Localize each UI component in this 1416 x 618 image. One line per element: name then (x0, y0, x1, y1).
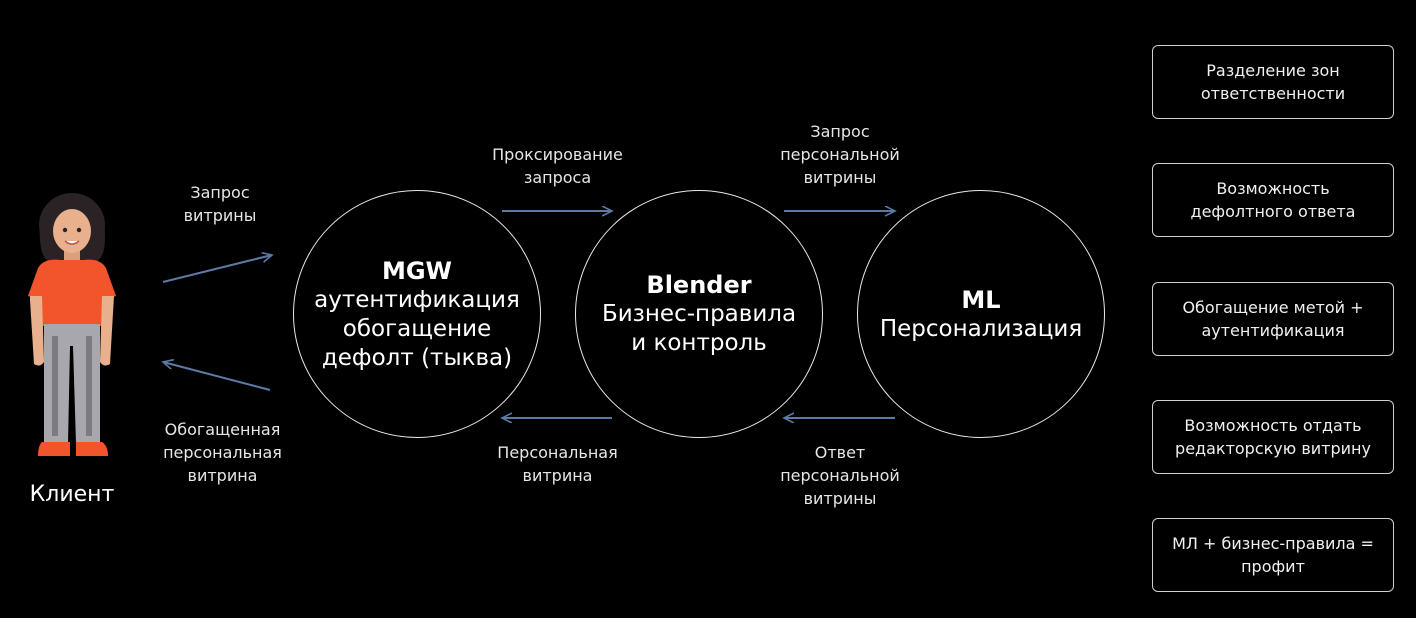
node-ml-subtitle: Персонализация (879, 315, 1083, 342)
arrow-mgw-to-client (163, 362, 271, 391)
edge-label-blender-to-mgw: Персональная витрина (497, 443, 618, 485)
client-avatar-icon (28, 193, 116, 456)
arrow-client-to-mgw (162, 255, 272, 283)
benefit-box: Разделение зон ответственности (1152, 45, 1394, 119)
node-blender-title: Blender (646, 271, 752, 299)
benefit-box: МЛ + бизнес-правила = профит (1152, 518, 1394, 592)
edge-label-mgw-to-client: Обогащенная персональная витрина (163, 420, 282, 485)
node-mgw: MGW аутентификация обогащение дефолт (ты… (293, 190, 541, 438)
edge-label-mgw-to-blender: Проксирование запроса (492, 145, 623, 187)
benefit-box: Возможность отдать редакторскую витрину (1152, 400, 1394, 474)
benefit-box: Возможность дефолтного ответа (1152, 163, 1394, 237)
node-mgw-subtitle: аутентификация обогащение дефолт (тыква) (314, 286, 520, 371)
node-blender-subtitle: Бизнес-правила и контроль (601, 301, 797, 356)
edge-label-ml-to-blender: Ответ персональной витрины (780, 443, 900, 508)
benefit-box: Обогащение метой + аутентификация (1152, 282, 1394, 356)
node-ml: ML Персонализация (857, 190, 1105, 438)
edge-label-client-to-mgw: Запрос витрины (183, 183, 257, 225)
node-ml-title: ML (961, 285, 1001, 314)
client-label: Клиент (29, 482, 115, 507)
node-blender: Blender Бизнес-правила и контроль (575, 190, 823, 438)
node-mgw-title: MGW (381, 256, 453, 285)
edge-label-blender-to-ml: Запрос персональной витрины (780, 122, 900, 187)
